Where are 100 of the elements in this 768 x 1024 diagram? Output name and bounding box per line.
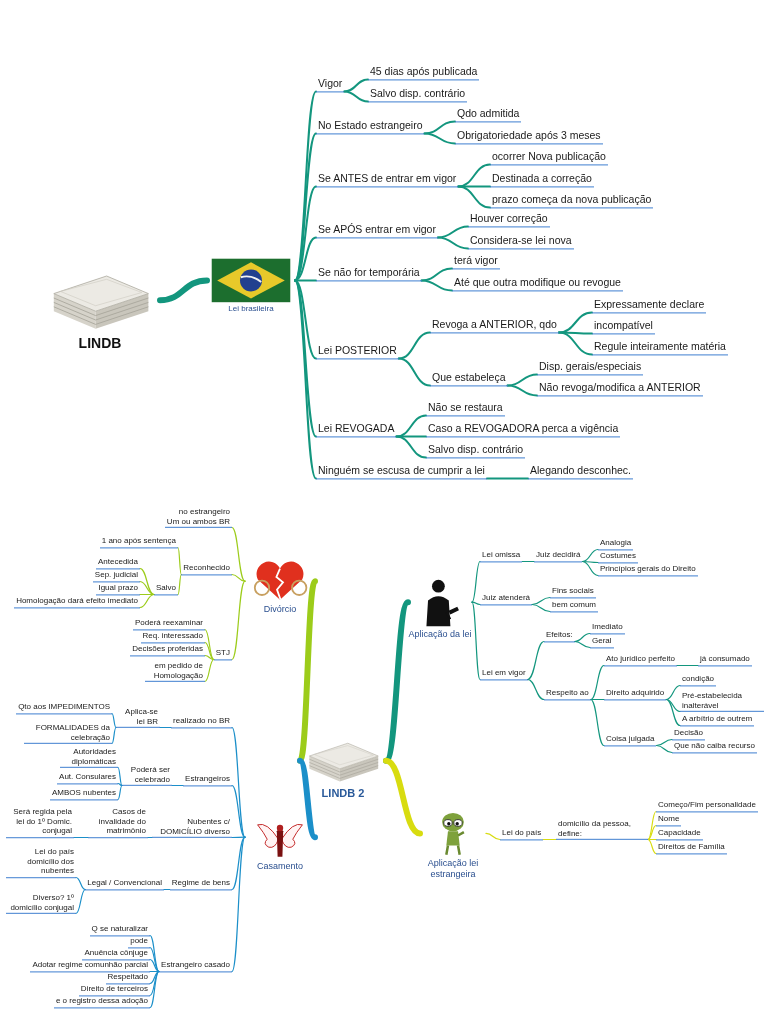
branch-connector bbox=[204, 628, 215, 661]
branch-connector bbox=[542, 838, 557, 841]
branch-text: Caso a REVOGADORA perca a vigência bbox=[428, 422, 619, 435]
branch-connector bbox=[420, 279, 453, 292]
branch-connector bbox=[294, 279, 317, 360]
branch-connector bbox=[204, 654, 215, 661]
topic-label: Aplicação lei estrangeira bbox=[426, 858, 480, 880]
branch-text: Salvo disp. contrário bbox=[428, 443, 524, 456]
branch-text: Qto aos IMPEDIMENTOS bbox=[18, 702, 110, 712]
branch-connector bbox=[647, 824, 657, 841]
branch-text: Regime de bens bbox=[171, 878, 230, 888]
branch-text: Decisões proferidas bbox=[132, 644, 203, 654]
branch-connector bbox=[159, 726, 172, 729]
branch-connector bbox=[231, 580, 246, 661]
branch-text: Lei POSTERIOR bbox=[318, 344, 397, 357]
branch-connector bbox=[531, 603, 551, 613]
branch-text: Lei em vigor bbox=[482, 668, 526, 678]
branch-connector bbox=[574, 632, 591, 643]
branch-text: Estrangeiros bbox=[185, 774, 230, 784]
branch-connector bbox=[395, 414, 427, 438]
branch-connector bbox=[204, 641, 215, 661]
branch-text: Ato jurídico perfeito bbox=[606, 654, 675, 664]
branch-connector bbox=[574, 640, 591, 649]
branch-connector bbox=[231, 784, 246, 838]
branch-text: Lei do país domicílio dos nubentes bbox=[26, 847, 74, 876]
branch-text: Juiz atenderá bbox=[482, 593, 531, 603]
branch-connector bbox=[149, 958, 160, 973]
branch-connector bbox=[506, 384, 538, 397]
branch-text: Fins sociais bbox=[552, 586, 594, 596]
branch-text: Legal / Convencional bbox=[87, 878, 162, 888]
branch-text: Coisa julgada bbox=[606, 734, 655, 744]
branch-connector bbox=[75, 876, 86, 891]
branch-text: Decisão bbox=[674, 728, 703, 738]
branch-text: condição bbox=[682, 674, 715, 684]
branch-text: Casos de invalidade do matrimônio bbox=[97, 807, 146, 836]
branch-connector bbox=[171, 784, 184, 787]
branch-connector bbox=[665, 698, 681, 713]
branch-connector bbox=[231, 836, 246, 839]
topic-label: Aplicação da lei bbox=[408, 629, 472, 640]
branch-text: Que estabeleça bbox=[432, 371, 506, 384]
branch-connector bbox=[139, 593, 155, 609]
branch-connector bbox=[149, 970, 160, 1009]
branch-text: Reconhecido bbox=[183, 563, 230, 573]
branch-connector bbox=[117, 782, 123, 787]
branch-text: Respeito ao bbox=[546, 688, 589, 698]
main-branch-connector bbox=[157, 277, 210, 304]
branch-connector bbox=[665, 684, 681, 701]
branch-text: Destinada a correção bbox=[492, 172, 592, 185]
branch-connector bbox=[676, 664, 699, 667]
branch-connector bbox=[177, 546, 182, 576]
branch-connector bbox=[231, 726, 246, 838]
branch-connector bbox=[343, 90, 369, 103]
branch-connector bbox=[471, 601, 481, 606]
branch-connector bbox=[75, 888, 86, 915]
branch-text: Poderá ser celebrado bbox=[129, 764, 170, 784]
branch-connector bbox=[471, 560, 481, 603]
branch-connector bbox=[581, 548, 599, 563]
branch-connector bbox=[527, 640, 545, 681]
branch-connector bbox=[485, 832, 501, 841]
branch-text: Aut. Consulares bbox=[59, 772, 116, 782]
branch-text: Até que outra modifique ou revogue bbox=[454, 276, 621, 289]
topic-label: LINDB 2 bbox=[321, 786, 365, 800]
branch-text: Costumes bbox=[600, 551, 636, 561]
branch-text: e o registro dessa adoção bbox=[55, 996, 148, 1006]
branch-connector bbox=[521, 560, 535, 563]
branch-text: Lei REVOGADA bbox=[318, 422, 395, 435]
branch-text: Salvo bbox=[156, 583, 176, 593]
branch-connector bbox=[655, 744, 673, 754]
branch-text: Direito de terceiros bbox=[80, 984, 148, 994]
branch-text: já consumado bbox=[700, 654, 750, 664]
branch-text: FORMALIDADES da celebração bbox=[34, 722, 110, 742]
branch-text: Um ou ambos BR bbox=[166, 516, 230, 526]
branch-text: Poderá reexaminar bbox=[134, 618, 203, 628]
branch-connector bbox=[485, 477, 529, 480]
branch-connector bbox=[457, 163, 491, 188]
branch-text: Efeitos: bbox=[546, 630, 573, 640]
branch-connector bbox=[139, 593, 155, 596]
branch-text: Não revoga/modifica a ANTERIOR bbox=[539, 381, 701, 394]
branch-connector bbox=[204, 658, 215, 683]
branch-text: realizado no BR bbox=[173, 716, 230, 726]
branch-connector bbox=[665, 698, 681, 727]
branch-text: Princípios gerais do Direito bbox=[600, 564, 696, 574]
branch-connector bbox=[436, 225, 469, 239]
branch-connector bbox=[557, 331, 593, 356]
main-branch-connector bbox=[297, 757, 318, 841]
branch-text: Houver correção bbox=[470, 212, 548, 225]
branch-text: domicílio da pessoa, define: bbox=[558, 818, 632, 838]
branch-connector bbox=[294, 279, 317, 480]
branch-text: incompatível bbox=[594, 319, 653, 332]
branch-connector bbox=[557, 311, 593, 334]
branch-text: Antecedida bbox=[97, 557, 138, 567]
branch-connector bbox=[590, 698, 605, 747]
branch-text: Estrangeiro casado bbox=[161, 960, 230, 970]
branch-text: Adotar regime comunhão parcial bbox=[32, 960, 148, 970]
branch-connector bbox=[139, 580, 155, 596]
branch-connector bbox=[117, 784, 123, 801]
branch-text: Alegando desconhec. bbox=[530, 464, 631, 477]
branch-connector bbox=[139, 567, 155, 596]
branch-connector bbox=[117, 766, 123, 787]
branch-text: Obrigatoriedade após 3 meses bbox=[457, 129, 601, 142]
